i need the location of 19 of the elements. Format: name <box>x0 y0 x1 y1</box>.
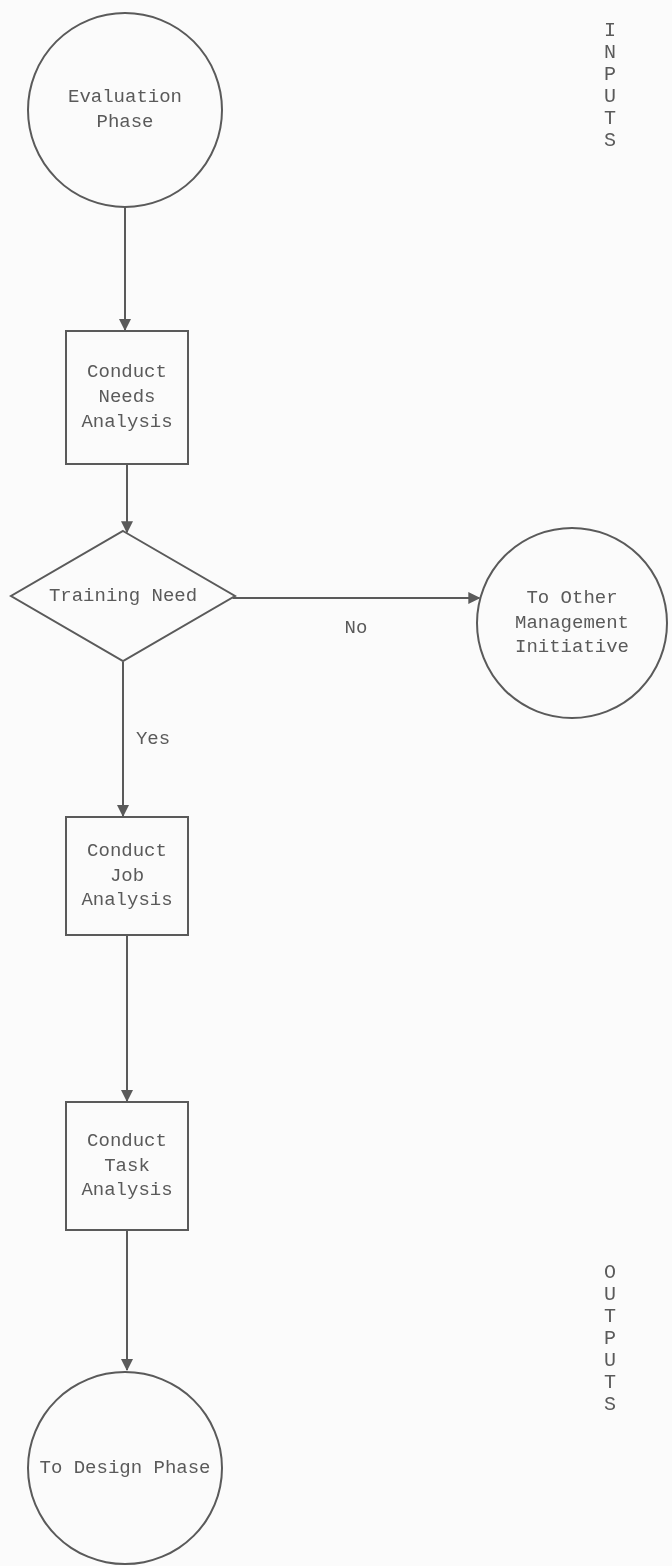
node-label: To Other Management Initiative <box>514 585 630 661</box>
arrow <box>119 207 131 331</box>
vertical-label: OUTPUTS <box>603 1262 617 1416</box>
arrow <box>121 935 133 1102</box>
decision-diamond <box>10 530 236 662</box>
vertical-label: INPUTS <box>603 20 617 152</box>
node-label: To Design Phase <box>38 1455 212 1481</box>
process-box <box>65 330 189 465</box>
process-box <box>65 816 189 936</box>
node-label: Conduct Job Analysis <box>80 838 174 914</box>
arrow <box>117 661 129 817</box>
node-label: Conduct Needs Analysis <box>80 360 174 435</box>
arrow <box>121 1230 133 1371</box>
process-box <box>65 1101 189 1231</box>
node-label: Conduct Task Analysis <box>80 1128 174 1204</box>
arrow <box>121 464 133 534</box>
arrow <box>231 592 481 604</box>
node-label: Training Need <box>47 583 199 609</box>
node-label: Evaluation Phase <box>67 85 183 135</box>
